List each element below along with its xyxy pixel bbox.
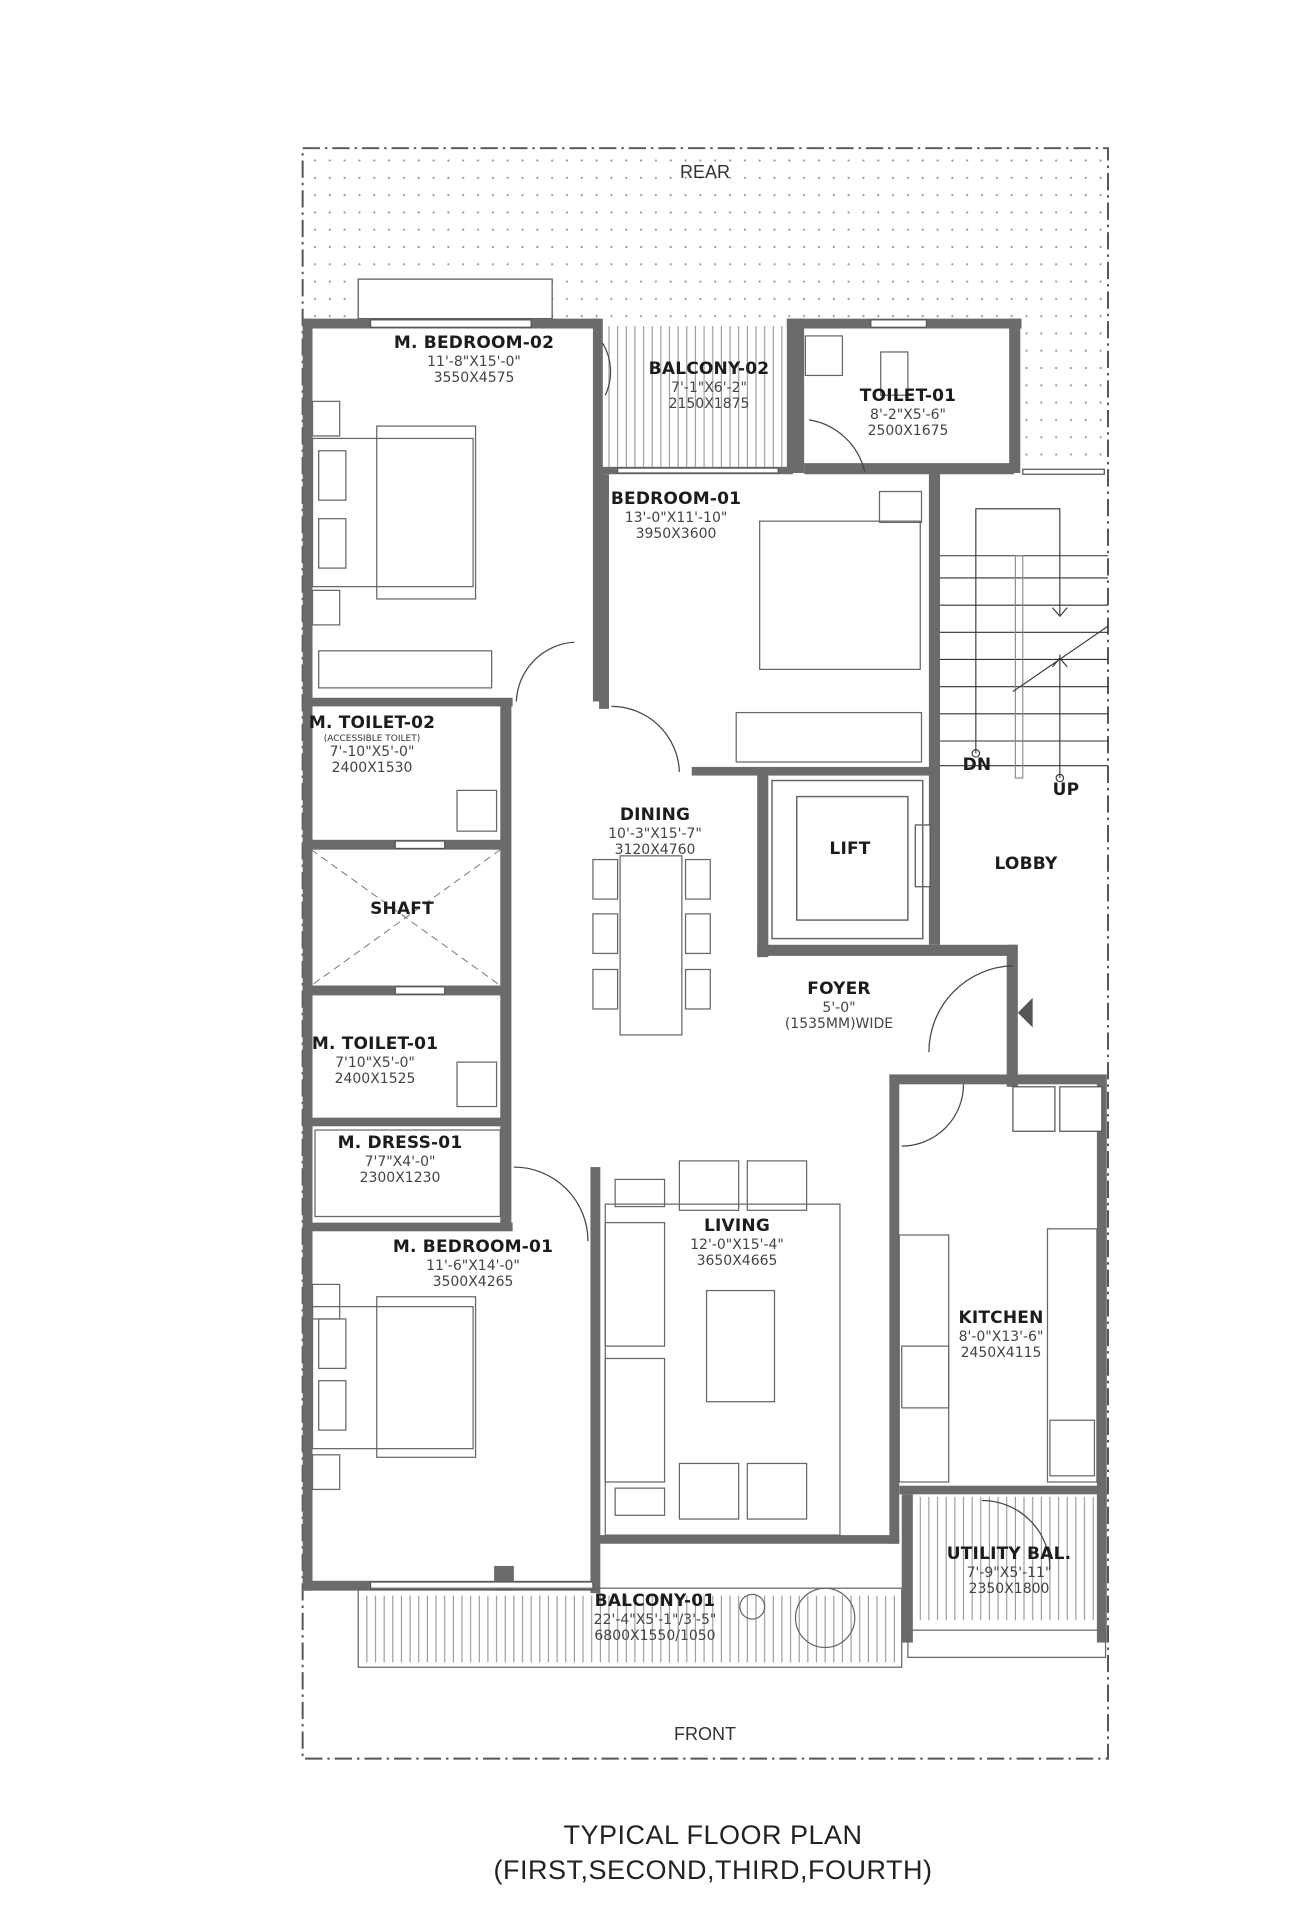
railings [357, 1587, 1107, 1668]
rear-label: REAR [679, 162, 731, 182]
room-dim-imperial: 8'-2"X5'-6" [870, 406, 946, 423]
room-name: M. TOILET-02 [308, 713, 436, 733]
room-dim-metric: (1535MM)WIDE [784, 1015, 894, 1032]
room-dim-imperial: 11'-6"X14'-0" [426, 1257, 520, 1274]
room-dim-metric: 3550X4575 [433, 369, 515, 386]
room-name: M. BEDROOM-02 [393, 333, 555, 353]
room-dim-metric: 2150X1875 [668, 395, 750, 412]
room-balcony-01: BALCONY-01 22'-4"X5'-1"/3'-5" 6800X1550/… [593, 1591, 717, 1644]
room-name: M. DRESS-01 [337, 1133, 463, 1153]
room-dim-imperial: 10'-3"X15'-7" [608, 825, 702, 842]
room-bedroom-01: BEDROOM-01 13'-0"X11'-10" 3950X3600 [610, 489, 742, 542]
room-m-toilet-02: M. TOILET-02 (ACCESSIBLE TOILET) 7'-10"X… [308, 713, 436, 776]
entry-arrow-icon [1017, 997, 1033, 1028]
room-name: KITCHEN [958, 1308, 1044, 1328]
room-dim-metric: 6800X1550/1050 [594, 1627, 716, 1644]
room-dim-imperial: 8'-0"X13'-6" [958, 1328, 1044, 1345]
room-m-toilet-01: M. TOILET-01 7'10"X5'-0" 2400X1525 [311, 1034, 439, 1087]
room-dining: DINING 10'-3"X15'-7" 3120X4760 [608, 805, 702, 858]
room-dim-metric: 2400X1525 [334, 1070, 416, 1087]
balcony-hatching [364, 326, 1101, 1663]
room-dim-imperial: 13'-0"X11'-10" [624, 509, 728, 526]
room-utility-bal: UTILITY BAL. 7'-9"X5'-11" 2350X1800 [946, 1544, 1072, 1597]
shaft-cross [310, 849, 501, 986]
room-dim-imperial: 7'-9"X5'-11" [966, 1564, 1052, 1581]
room-dim-metric: 2400X1530 [331, 759, 413, 776]
room-dim-metric: 2300X1230 [359, 1169, 441, 1186]
room-shaft: SHAFT [370, 899, 434, 919]
windows [369, 319, 1105, 1591]
room-m-bedroom-01: M. BEDROOM-01 11'-6"X14'-0" 3500X4265 [392, 1237, 554, 1290]
plan-title: TYPICAL FLOOR PLAN [563, 1820, 863, 1850]
rear-open-area [306, 151, 1105, 474]
room-name: M. TOILET-01 [311, 1034, 439, 1054]
room-dim-metric: 3950X3600 [635, 525, 717, 542]
room-lobby: LOBBY [994, 854, 1058, 874]
lift-car [771, 779, 924, 940]
room-dim-metric: 2450X4115 [960, 1344, 1042, 1361]
room-name: DINING [619, 805, 691, 825]
room-note: (ACCESSIBLE TOILET) [323, 733, 421, 744]
plan-subtitle: (FIRST,SECOND,THIRD,FOURTH) [493, 1855, 933, 1885]
room-balcony-02: BALCONY-02 7'-1"X6'-2" 2150X1875 [648, 359, 770, 412]
room-name: TOILET-01 [859, 386, 957, 406]
room-m-dress-01: M. DRESS-01 7'7"X4'-0" 2300X1230 [337, 1133, 463, 1186]
room-dim-imperial: 7'7"X4'-0" [364, 1153, 436, 1170]
room-kitchen: KITCHEN 8'-0"X13'-6" 2450X4115 [958, 1308, 1044, 1361]
room-lift: LIFT [829, 839, 871, 859]
room-dim-imperial: 5'-0" [822, 999, 856, 1016]
room-name: M. BEDROOM-01 [392, 1237, 554, 1257]
room-dim-metric: 3500X4265 [432, 1273, 514, 1290]
room-dim-imperial: 7'-1"X6'-2" [671, 379, 747, 396]
room-name: BALCONY-01 [594, 1591, 716, 1611]
room-name: BEDROOM-01 [610, 489, 742, 509]
room-name: UTILITY BAL. [946, 1544, 1072, 1564]
furniture [311, 335, 1098, 1649]
room-living: LIVING 12'-0"X15'-4" 3650X4665 [690, 1216, 784, 1269]
stair-down-label: DN [962, 755, 992, 775]
room-dim-metric: 3120X4760 [614, 841, 696, 858]
staircase [940, 508, 1109, 783]
room-dim-imperial: 7'-10"X5'-0" [329, 743, 415, 760]
room-dim-imperial: 22'-4"X5'-1"/3'-5" [593, 1611, 717, 1628]
room-m-bedroom-02: M. BEDROOM-02 11'-8"X15'-0" 3550X4575 [393, 333, 555, 386]
room-dim-imperial: 12'-0"X15'-4" [690, 1236, 784, 1253]
front-label: FRONT [674, 1724, 736, 1744]
door-swings [513, 343, 1051, 1569]
room-dim-imperial: 11'-8"X15'-0" [427, 353, 521, 370]
stair-up-label: UP [1052, 780, 1080, 800]
room-toilet-01: TOILET-01 8'-2"X5'-6" 2500X1675 [859, 386, 957, 439]
room-dim-metric: 2500X1675 [867, 422, 949, 439]
room-name: FOYER [807, 979, 871, 999]
room-name: BALCONY-02 [648, 359, 770, 379]
room-dim-metric: 2350X1800 [968, 1580, 1050, 1597]
room-foyer: FOYER 5'-0" (1535MM)WIDE [784, 979, 894, 1032]
room-name: LIVING [703, 1216, 771, 1236]
room-dim-metric: 3650X4665 [696, 1252, 778, 1269]
room-dim-imperial: 7'10"X5'-0" [335, 1054, 415, 1071]
